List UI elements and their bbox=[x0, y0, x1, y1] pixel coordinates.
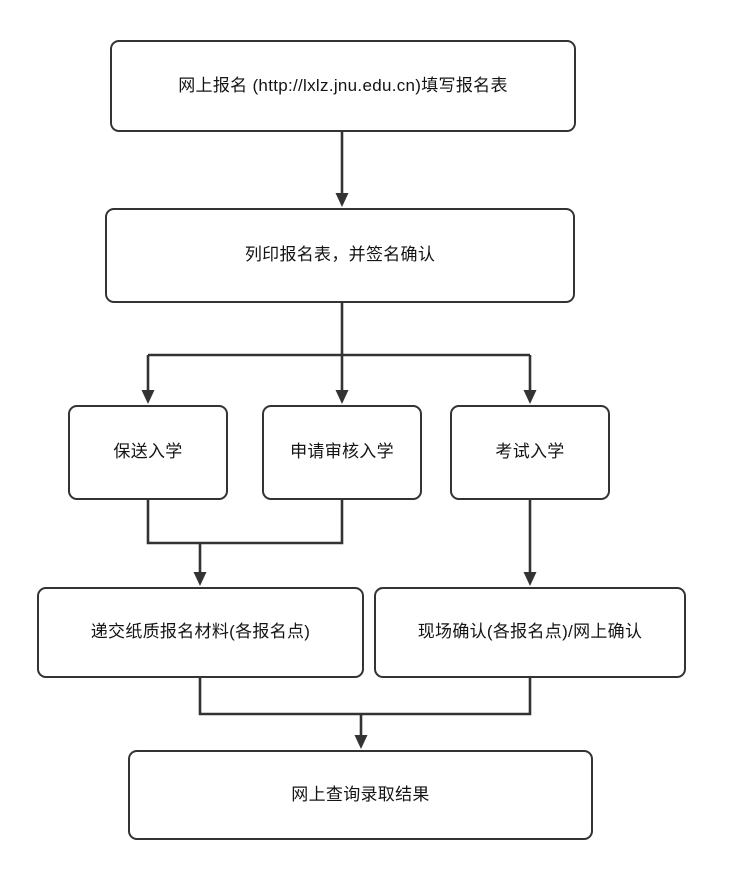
node-onsite-confirmation-label: 现场确认(各报名点)/网上确认 bbox=[417, 622, 643, 642]
node-query-results: 网上查询录取结果 bbox=[128, 750, 593, 840]
node-online-registration-label: 网上报名 (http://lxlz.jnu.edu.cn)填写报名表 bbox=[178, 75, 508, 95]
node-print-form-label: 列印报名表，并签名确认 bbox=[244, 245, 436, 265]
node-online-registration: 网上报名 (http://lxlz.jnu.edu.cn)填写报名表 bbox=[110, 40, 576, 132]
node-submit-materials: 递交纸质报名材料(各报名点) bbox=[37, 587, 364, 678]
node-submit-materials-label: 递交纸质报名材料(各报名点) bbox=[90, 622, 311, 642]
node-onsite-confirmation: 现场确认(各报名点)/网上确认 bbox=[374, 587, 686, 678]
edge-online-to-print bbox=[335, 132, 349, 207]
edge-merge-to-materials bbox=[146, 500, 344, 586]
edge-merge-to-results bbox=[198, 678, 532, 749]
edge-print-split bbox=[141, 303, 537, 404]
node-application-review-admission: 申请审核入学 bbox=[262, 405, 422, 500]
node-query-results-label: 网上查询录取结果 bbox=[291, 784, 430, 804]
node-exam-admission-label: 考试入学 bbox=[495, 442, 565, 462]
node-recommended-admission-label: 保送入学 bbox=[113, 442, 183, 462]
node-application-review-admission-label: 申请审核入学 bbox=[290, 442, 394, 462]
node-exam-admission: 考试入学 bbox=[450, 405, 610, 500]
node-recommended-admission: 保送入学 bbox=[68, 405, 228, 500]
edge-exam-to-onsite bbox=[523, 500, 537, 586]
node-print-form: 列印报名表，并签名确认 bbox=[105, 208, 575, 303]
